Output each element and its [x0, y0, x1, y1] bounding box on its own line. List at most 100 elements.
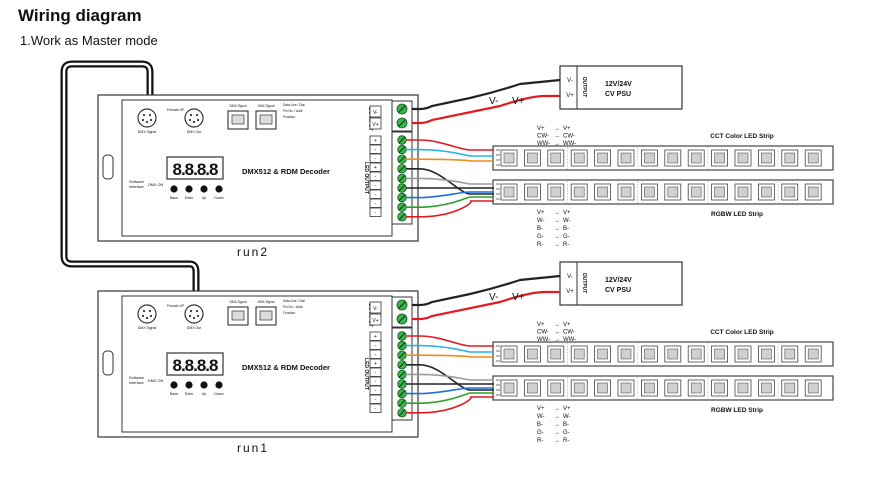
led-chip-icon [524, 379, 541, 397]
rgbw-pin-source: W- [537, 414, 545, 420]
status-readout: run1 [237, 441, 269, 455]
mounting-slot [102, 154, 114, 180]
button-down[interactable] [215, 381, 223, 389]
psu-type: CV PSU [605, 91, 631, 98]
led-chip-icon [570, 183, 588, 201]
button-enter[interactable] [185, 185, 193, 193]
output-wire [406, 177, 494, 185]
pin-legend: - [375, 406, 377, 412]
led-chip-icon [758, 183, 775, 201]
psu-rating: 12V/24V [605, 81, 632, 88]
output-wire [406, 191, 494, 199]
psu-type: CV PSU [605, 287, 631, 294]
led-chip-icon [641, 379, 658, 397]
rgbw-pin-target: G- [563, 234, 570, 240]
psu-vplus: V+ [566, 93, 574, 99]
output-wire [406, 200, 494, 218]
button-up[interactable] [200, 381, 208, 389]
led-chip-icon [781, 345, 799, 363]
pin-legend: V- [373, 306, 378, 312]
led-output-label: LED OUTPUT [363, 162, 369, 194]
port-caption: Female 4P [167, 108, 185, 112]
arrow-icon: → [554, 141, 560, 147]
led-chip-icon [711, 345, 728, 363]
led-chip-icon [711, 183, 728, 201]
button-down[interactable] [215, 185, 223, 193]
rgbw-pin-source: G- [537, 234, 544, 240]
button-label: Down [214, 196, 223, 200]
led-chip-icon [617, 149, 635, 167]
output-wire [406, 196, 494, 208]
led-chip-icon [687, 183, 705, 201]
panel-caption: Software [129, 180, 144, 184]
cct-pin-target: WW- [563, 141, 576, 147]
pin-legend: - [375, 156, 377, 162]
led-chip-icon [664, 379, 682, 397]
wire-vminus [412, 78, 561, 111]
rgbw-pin-source: B- [537, 422, 543, 428]
cct-pin-source: CW- [537, 330, 549, 336]
led-chip-icon [524, 345, 541, 363]
output-wire [406, 168, 494, 195]
button-up[interactable] [200, 185, 208, 193]
port-caption: DMX Signal [258, 104, 275, 108]
led-chip-icon [711, 379, 728, 397]
pin-legend: - [375, 210, 377, 216]
mounting-slot [102, 350, 114, 376]
pin-legend: - [375, 201, 377, 207]
rgbw-pin-source: R- [537, 438, 543, 444]
led-chip-icon [617, 379, 635, 397]
arrow-icon: → [554, 438, 560, 444]
output-wire [406, 344, 494, 353]
led-chip-icon [687, 379, 705, 397]
cct-pin-source: V+ [537, 126, 545, 132]
strip-title: RGBW LED Strip [711, 407, 763, 414]
port-caption: Pin No. / Addr [283, 305, 304, 309]
psu-vminus: V- [567, 274, 573, 280]
pin-legend: - [375, 397, 377, 403]
decoder-name: DMX512 & RDM Decoder [242, 167, 330, 176]
segment-display [166, 352, 224, 376]
button-back[interactable] [170, 185, 178, 193]
arrow-icon: → [554, 322, 560, 328]
led-chip-icon [547, 345, 565, 363]
arrow-icon: → [554, 226, 560, 232]
output-wire [406, 364, 494, 391]
rgbw-pin-target: B- [563, 226, 569, 232]
wire-label-vminus: V- [489, 96, 498, 107]
rgbw-pin-target: V+ [563, 210, 571, 216]
led-chip-icon [781, 149, 799, 167]
led-chip-icon [664, 345, 682, 363]
button-back[interactable] [170, 381, 178, 389]
pin-legend: + [374, 138, 377, 144]
port-caption: DMX Signal [258, 300, 275, 304]
output-wire [406, 387, 494, 395]
button-enter[interactable] [185, 381, 193, 389]
led-chip-icon [594, 345, 611, 363]
pin-legend: - [375, 174, 377, 180]
led-chip-icon [547, 183, 565, 201]
led-chip-icon [594, 379, 611, 397]
wire-vminus [412, 274, 561, 307]
strip-title: RGBW LED Strip [711, 211, 763, 218]
cct-pin-target: V+ [563, 322, 571, 328]
segment-display [166, 156, 224, 180]
display-readout: 8.8.8.8 [173, 160, 219, 179]
port-caption: Function [283, 115, 295, 119]
rgbw-pin-source: V+ [537, 406, 545, 412]
wire-label-vplus: V+ [512, 292, 525, 303]
xlr-port-icon [184, 108, 204, 128]
psu-vminus: V- [567, 78, 573, 84]
pin-legend: - [375, 370, 377, 376]
arrow-icon: → [554, 218, 560, 224]
pin-legend: + [374, 165, 377, 171]
led-chip-icon [687, 345, 705, 363]
led-chip-icon [804, 149, 822, 167]
led-chip-icon [641, 149, 658, 167]
arrow-icon: → [554, 134, 560, 140]
strip-title: CCT Color LED Strip [710, 329, 774, 336]
rgbw-pin-source: W- [537, 218, 545, 224]
led-chip-icon [524, 149, 541, 167]
led-chip-icon [711, 149, 728, 167]
pin-legend: - [375, 352, 377, 358]
